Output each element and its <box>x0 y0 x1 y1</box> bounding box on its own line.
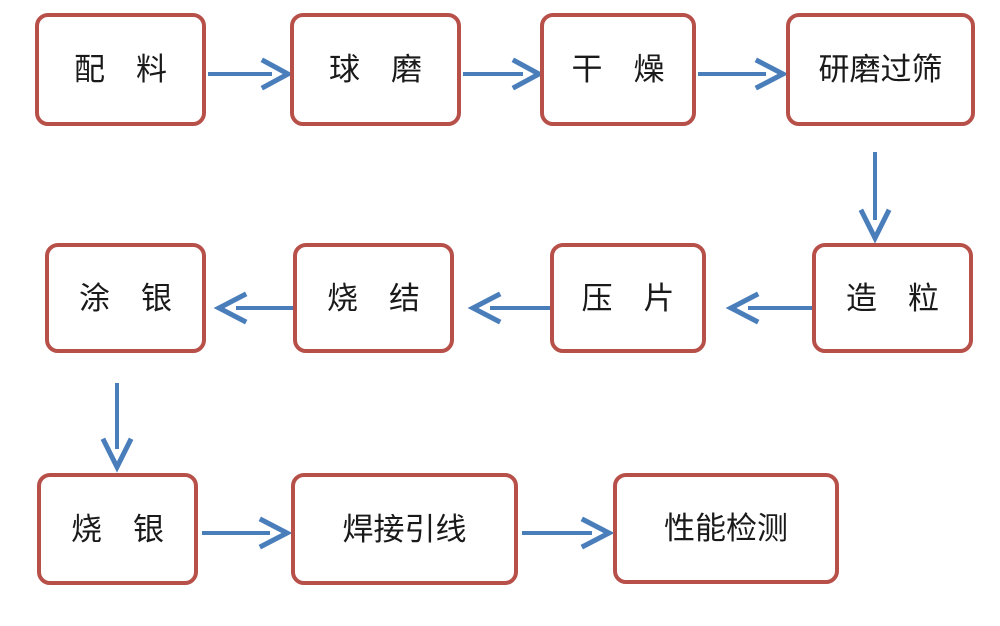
node-label: 配 料 <box>74 52 167 87</box>
node-label: 压 片 <box>581 280 675 316</box>
node-label: 造 粒 <box>846 280 939 316</box>
process-node-xingnengjiance[interactable]: 性能检测 <box>613 473 839 584</box>
process-node-shaoyin[interactable]: 烧 银 <box>37 473 198 585</box>
node-label: 研磨过筛 <box>818 52 943 87</box>
edge-yapian-to-shaojie <box>452 291 552 325</box>
node-label: 涂 银 <box>79 280 172 316</box>
process-node-yapian[interactable]: 压 片 <box>550 243 706 353</box>
node-label: 焊接引线 <box>342 511 467 547</box>
process-node-zaoli[interactable]: 造 粒 <box>812 243 973 353</box>
node-label: 性能检测 <box>664 511 788 546</box>
process-node-hanjieyinxian[interactable]: 焊接引线 <box>291 473 518 585</box>
edge-ganzao-to-yanmoguoshai <box>696 57 789 91</box>
process-node-yanmoguoshai[interactable]: 研磨过筛 <box>786 13 975 126</box>
edge-shaojie-to-tuyin <box>204 291 296 325</box>
node-label: 烧 银 <box>71 511 164 547</box>
process-node-ganzao[interactable]: 干 燥 <box>540 13 696 126</box>
node-label: 烧 结 <box>327 280 420 316</box>
process-node-peiliao[interactable]: 配 料 <box>35 13 206 126</box>
edge-hanjieyinxian-to-xingnengjiance <box>518 516 616 550</box>
edge-shaoyin-to-hanjieyinxian <box>198 516 294 550</box>
process-node-shaojie[interactable]: 烧 结 <box>293 243 454 353</box>
process-node-qiumo[interactable]: 球 磨 <box>290 13 461 126</box>
edge-qiumo-to-ganzao <box>461 57 545 91</box>
process-node-tuyin[interactable]: 涂 银 <box>45 243 206 353</box>
edge-zaoli-to-yapian <box>704 291 814 325</box>
node-label: 干 燥 <box>571 52 665 87</box>
node-label: 球 磨 <box>329 52 422 87</box>
edge-tuyin-to-shaoyin <box>100 353 134 475</box>
edge-peiliao-to-qiumo <box>206 57 294 91</box>
edge-yanmoguoshai-to-zaoli <box>858 126 892 244</box>
